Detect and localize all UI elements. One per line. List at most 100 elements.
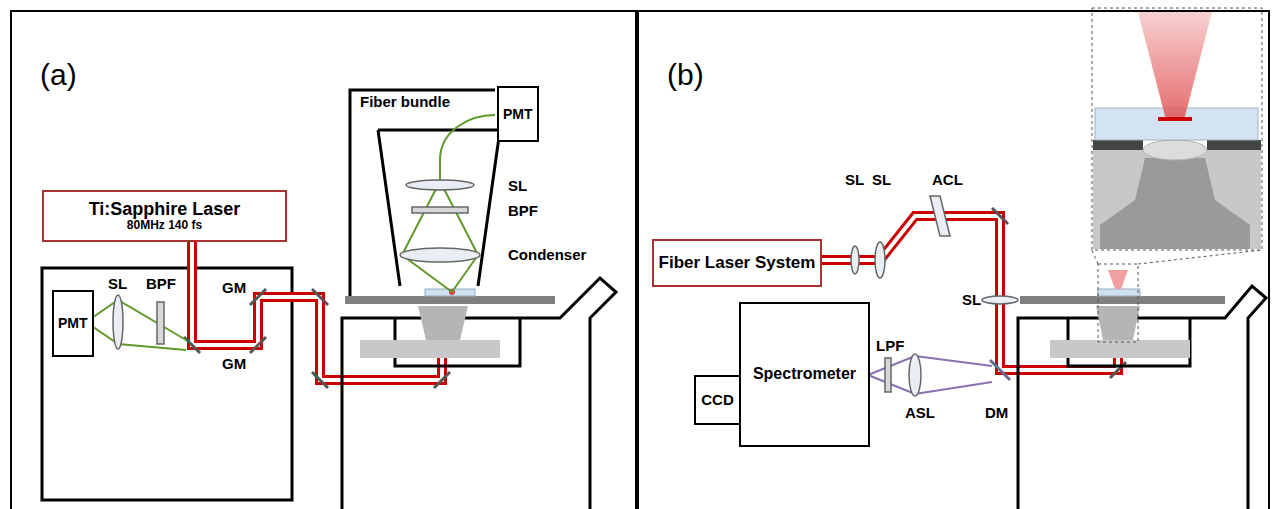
mirror [992, 208, 1008, 224]
laser-box: Ti:Sapphire Laser80MHz 140 fs [42, 190, 287, 242]
band-pass-filter [412, 207, 468, 213]
emission-beam [86, 300, 186, 340]
aspheric-lens [909, 354, 921, 396]
condenser-lens [400, 248, 480, 262]
zoom-marker [1098, 264, 1138, 342]
microscope-body [1018, 286, 1266, 509]
scan-lens [406, 180, 474, 190]
sample-stage [1020, 270, 1225, 304]
laser-beam [192, 240, 442, 380]
detector-frame [378, 130, 500, 286]
objective-turret [1050, 340, 1190, 358]
objective-turret [418, 306, 468, 340]
zoom-inset [1092, 8, 1262, 250]
emission-beam [86, 322, 186, 350]
objective-turret [360, 340, 500, 358]
lens [851, 242, 1018, 304]
zoom-inset [1100, 158, 1250, 249]
zoom-inset [1093, 150, 1261, 249]
band-pass-filter [157, 302, 164, 344]
dichroic-mirror [990, 360, 1010, 380]
sample-stage [345, 296, 555, 304]
lens [875, 242, 885, 278]
emission-beam [442, 185, 478, 292]
mirror [1110, 362, 1126, 378]
detector-frame [350, 90, 500, 296]
part-label: SL [872, 172, 891, 189]
part-label: ASL [905, 405, 935, 422]
zoom-inset [1207, 140, 1261, 150]
emission-beam [402, 115, 495, 292]
detector-box: PMT [52, 290, 94, 357]
part-label: BPF [146, 276, 176, 293]
mirror [250, 337, 266, 353]
mirror [434, 372, 450, 388]
axicon-lens [930, 196, 950, 236]
part-label: ACL [932, 172, 963, 189]
mirror [184, 337, 200, 353]
part-label: Fiber bundle [360, 94, 450, 111]
part-label: GM [222, 356, 246, 373]
dichroic-mirror [990, 360, 1010, 380]
sample-stage [1108, 270, 1128, 289]
sample-stage [1020, 296, 1225, 304]
camera-box: CCD [694, 375, 741, 425]
scan-lens [113, 295, 123, 349]
box-label: 80MHz 140 fs [127, 219, 202, 233]
zoom-marker [1092, 250, 1262, 342]
zoom-marker [1092, 250, 1098, 264]
band-pass-filter [157, 302, 164, 344]
panel-letter: (a) [40, 58, 77, 93]
part-label: SL [962, 292, 981, 309]
part-label: GM [222, 280, 246, 297]
mirror [250, 289, 266, 305]
laser-box: Fiber Laser System [652, 239, 822, 287]
mirror [312, 289, 328, 305]
objective-turret [1096, 306, 1140, 340]
sample-stage [1098, 289, 1140, 296]
box-label: PMT [58, 315, 88, 331]
zoom-inset [1092, 8, 1262, 250]
figure-panel: (b) Fiber Laser SystemSpectrometerCCD [637, 10, 1270, 509]
objective-turret [1050, 306, 1190, 358]
box-label: PMT [503, 106, 533, 122]
spectrometer-box: Spectrometer [739, 302, 870, 447]
laser-beam [192, 240, 442, 380]
emission-beam [440, 115, 495, 185]
microscope-body [1018, 286, 1266, 509]
zoom-inset [1158, 117, 1192, 121]
detector-box: PMT [497, 86, 539, 142]
emission-beam [402, 185, 452, 292]
part-label: LPF [876, 338, 904, 355]
zoom-marker [1138, 250, 1262, 264]
box-label: Ti:Sapphire Laser [89, 199, 241, 220]
box-label: CCD [701, 391, 734, 408]
zoom-inset [1092, 8, 1262, 250]
mirror [312, 372, 328, 388]
zoom-inset [1093, 140, 1143, 150]
scan-lens [406, 180, 474, 190]
part-label: SL [108, 276, 127, 293]
zoom-inset [1143, 140, 1207, 160]
microscope-body [342, 278, 616, 509]
microscope-body [342, 278, 616, 509]
box-label: Spectrometer [753, 365, 856, 383]
long-pass-filter [885, 358, 891, 392]
part-label: SL [845, 172, 864, 189]
aspheric-lens [909, 354, 921, 396]
axicon-lens [930, 196, 950, 236]
laser-beam [192, 240, 442, 380]
emission-beam [86, 300, 186, 350]
panel-letter: (b) [667, 58, 704, 93]
part-label: BPF [508, 203, 538, 220]
box-label: Fiber Laser System [659, 253, 816, 273]
band-pass-filter [412, 207, 468, 213]
zoom-inset [1138, 12, 1212, 120]
lens [982, 296, 1018, 304]
long-pass-filter [885, 358, 891, 392]
condenser-lens [400, 248, 480, 262]
part-label: Condenser [508, 247, 586, 264]
scan-lens [113, 295, 123, 349]
part-label: DM [985, 405, 1008, 422]
